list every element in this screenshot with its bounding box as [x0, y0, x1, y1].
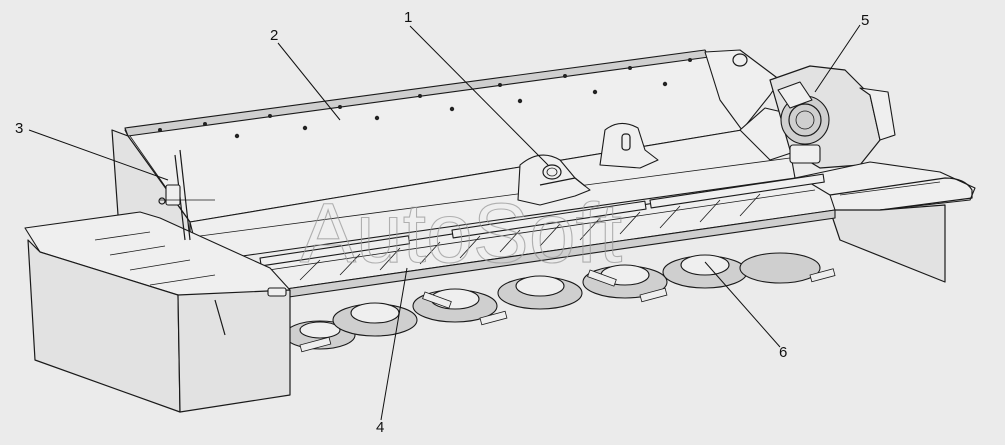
callout-2: 2	[270, 27, 278, 44]
disc-7	[739, 252, 821, 284]
callout-4: 4	[376, 419, 384, 436]
callout-5: 5	[861, 12, 869, 29]
leader-4	[380, 267, 408, 421]
leader-5	[814, 24, 861, 93]
gearbox	[769, 65, 896, 169]
callout-labels: 1 2 3 4 5 6	[15, 9, 869, 436]
callout-6: 6	[779, 344, 787, 361]
cutter-bar	[249, 173, 836, 301]
right-guard-rails	[794, 161, 976, 283]
leader-6	[704, 261, 781, 348]
callout-3: 3	[15, 120, 23, 137]
disc-4	[497, 275, 583, 310]
disc-1	[284, 320, 356, 350]
hitch-bracket	[599, 122, 659, 169]
tension-linkage	[158, 149, 215, 241]
watermark-text: AutoSoft	[300, 186, 622, 280]
callout-leaders	[28, 24, 861, 421]
cutting-discs	[284, 252, 836, 353]
callout-1: 1	[404, 9, 412, 26]
leader-1	[409, 25, 549, 166]
leader-3	[28, 129, 169, 181]
disc-2	[332, 302, 418, 337]
leader-2	[277, 42, 341, 121]
disc-6	[662, 254, 748, 289]
cover-bolts	[158, 58, 692, 139]
lifting-lug	[517, 154, 591, 206]
left-skid-housing	[24, 211, 291, 413]
